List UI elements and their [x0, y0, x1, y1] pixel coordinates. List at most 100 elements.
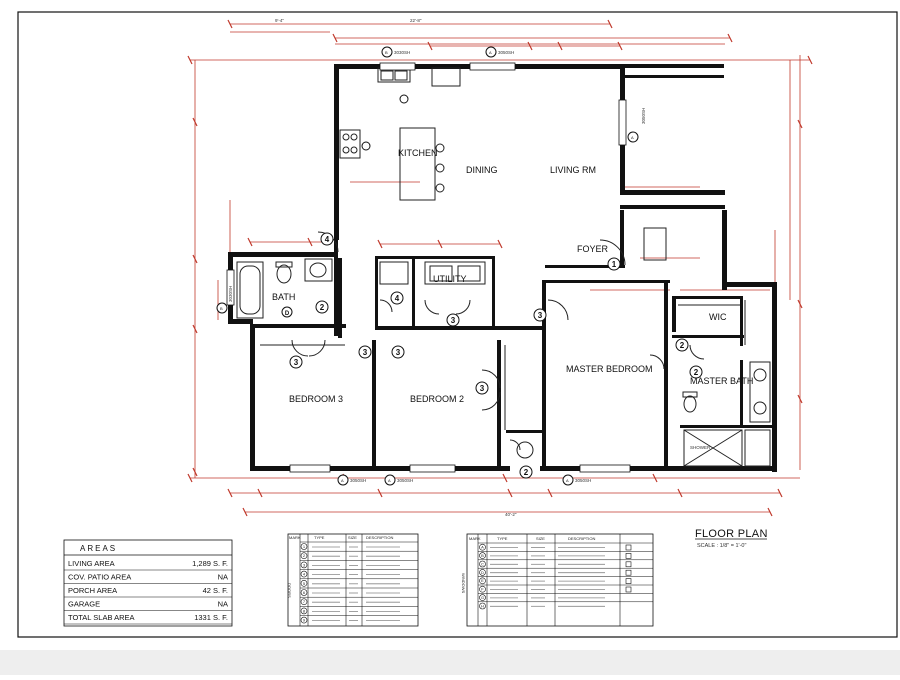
svg-text:3030SH: 3030SH — [228, 286, 233, 302]
door-mark-circle — [300, 570, 308, 578]
room-bath: BATH — [272, 292, 295, 302]
svg-text:D: D — [285, 311, 290, 317]
door-mark-circle — [300, 616, 308, 624]
room-utility: UTILITY — [433, 274, 467, 284]
svg-text:3: 3 — [480, 384, 485, 393]
svg-text:2: 2 — [320, 303, 325, 312]
window-tag-bottom2: A 3050SH — [384, 474, 413, 486]
areas-heading: AREAS — [80, 544, 117, 553]
room-master-bedroom: MASTER BEDROOM — [566, 364, 653, 374]
svg-text:A: A — [566, 478, 569, 483]
areas-rows: LIVING AREA 1,289 S. F. COV. PATIO AREA NA P… — [64, 559, 232, 625]
room-foyer: FOYER — [577, 244, 609, 254]
door-mark: 5 — [303, 581, 306, 586]
door-swings — [291, 231, 705, 451]
window-mark: H — [481, 603, 484, 608]
dim-left-seg: 9'-4" — [275, 18, 284, 23]
windows-side-label: WINDOWS — [461, 573, 466, 594]
areas-row-label: GARAGE — [68, 600, 100, 609]
window-tag-left: B 3030SH — [216, 286, 233, 314]
svg-text:B: B — [220, 306, 223, 311]
svg-text:DESCRIPTION: DESCRIPTION — [568, 536, 595, 541]
svg-text:B: B — [385, 50, 388, 55]
door-mark: 3 — [303, 562, 306, 567]
svg-text:3050SH: 3050SH — [397, 478, 413, 483]
room-bedroom-3: BEDROOM 3 — [289, 394, 343, 404]
window-mark: D — [481, 570, 484, 575]
window-tag-top-left: B 3030SH — [381, 46, 410, 58]
bottom-bar — [0, 650, 900, 675]
areas-row-value: NA — [218, 573, 228, 582]
areas-row-label: TOTAL SLAB AREA — [68, 613, 135, 622]
room-kitchen: KITCHEN — [398, 148, 438, 158]
fixtures — [236, 67, 771, 467]
areas-row-value: NA — [218, 600, 228, 609]
window-mark: E — [481, 578, 484, 583]
door-mark-circle — [300, 561, 308, 569]
svg-text:3: 3 — [538, 311, 543, 320]
window-tag-right: A 3050SH — [627, 108, 646, 143]
window-mark-circle — [479, 585, 486, 593]
room-dining: DINING — [466, 165, 498, 175]
window-mark-circle — [479, 552, 486, 559]
door-mark: 9 — [303, 618, 306, 623]
svg-text:SIZE: SIZE — [348, 535, 357, 540]
door-mark-circle — [300, 552, 308, 560]
svg-text:3030SH: 3030SH — [394, 50, 410, 55]
door-mark: 6 — [303, 590, 306, 595]
svg-text:3050SH: 3050SH — [641, 108, 646, 124]
drawing-scale: SCALE : 1/8" = 1'-0" — [697, 543, 746, 549]
dim-bottom-overall: 40'-2" — [505, 512, 517, 517]
svg-text:A: A — [341, 478, 344, 483]
svg-text:2: 2 — [524, 468, 529, 477]
svg-text:3: 3 — [363, 348, 368, 357]
svg-text:MARK: MARK — [469, 536, 481, 541]
svg-text:MARK: MARK — [289, 535, 301, 540]
window-mark: B — [481, 553, 484, 558]
svg-text:3: 3 — [396, 348, 401, 357]
window-mark-circle — [479, 602, 486, 610]
door-mark-circle — [300, 598, 308, 606]
doors-table: MARK TYPE SIZE DESCRIPTION DOORS — [287, 533, 419, 627]
window-tag-bottom1: A 3050SH — [337, 474, 366, 486]
svg-text:TYPE: TYPE — [314, 535, 325, 540]
dim-top-overall: 22'-8" — [410, 18, 422, 23]
door-mark-circle — [300, 589, 308, 596]
areas-table: AREAS — [63, 539, 233, 627]
window-mark-circle — [479, 569, 486, 576]
svg-text:A: A — [489, 50, 492, 55]
areas-row-label: LIVING AREA — [68, 559, 115, 568]
svg-text:1: 1 — [612, 260, 617, 269]
room-living: LIVING RM — [550, 165, 596, 175]
svg-text:2: 2 — [694, 368, 699, 377]
svg-text:3050SH: 3050SH — [498, 50, 514, 55]
areas-row-label: PORCH AREA — [68, 586, 117, 595]
window-mark: A — [481, 545, 484, 550]
door-mark: 7 — [303, 599, 306, 604]
window-mark-circle — [479, 577, 486, 585]
door-mark: 1 — [303, 544, 306, 549]
room-master-bath: MASTER BATH — [690, 376, 753, 386]
svg-text:2: 2 — [680, 341, 685, 350]
svg-text:A: A — [388, 478, 391, 483]
svg-text:TYPE: TYPE — [497, 536, 508, 541]
window-mark: C — [481, 561, 484, 566]
doors-side-label: DOORS — [287, 583, 292, 598]
door-mark-circle — [300, 543, 308, 550]
svg-text:4: 4 — [395, 294, 400, 303]
areas-row-label: COV. PATIO AREA — [68, 573, 131, 582]
svg-text:3050SH: 3050SH — [350, 478, 366, 483]
areas-row-value: 1,289 S. F. — [192, 559, 228, 568]
window-mark-circle — [479, 560, 486, 568]
windows-table: MARK TYPE SIZE DESCRIPTION WINDOWS — [461, 533, 654, 627]
window-tag-top-right: A 3050SH — [485, 46, 514, 58]
svg-text:A: A — [631, 135, 634, 140]
door-mark-circle — [300, 579, 308, 587]
room-bedroom-2: BEDROOM 2 — [410, 394, 464, 404]
window-mark-circle — [479, 594, 486, 601]
door-mark: 2 — [303, 553, 306, 558]
window-mark: G — [481, 595, 484, 600]
sheet-border — [17, 11, 898, 638]
